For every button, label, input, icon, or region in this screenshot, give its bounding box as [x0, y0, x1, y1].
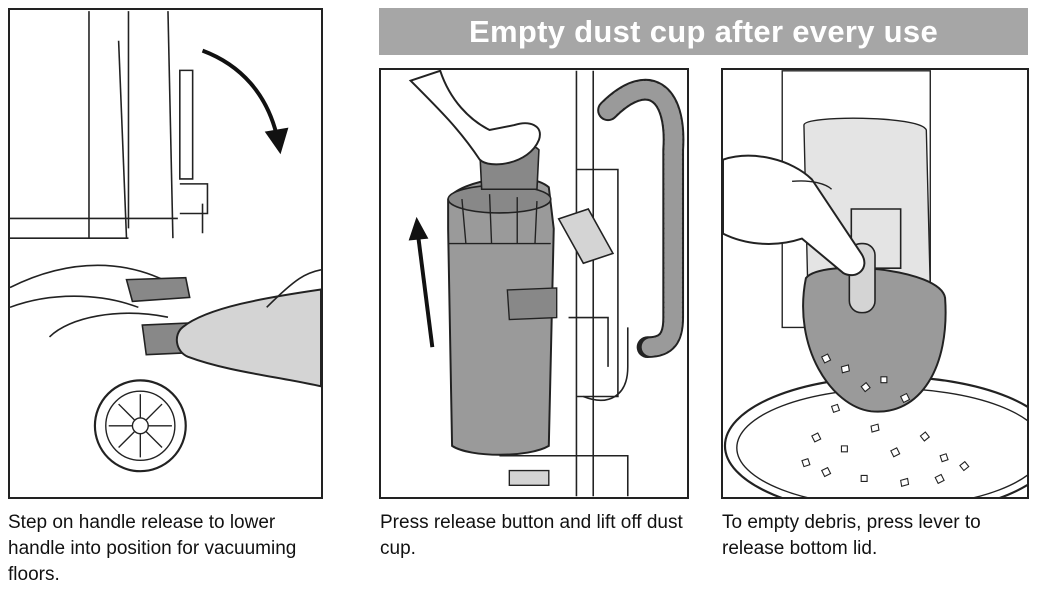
- hand-lifting-dust-cup-illustration: [408, 70, 685, 497]
- step2-caption: Press release button and lift off dust c…: [380, 512, 683, 559]
- up-arrow-icon: [408, 216, 435, 348]
- step2-illustration-panel: [379, 68, 689, 499]
- hose-icon: [597, 79, 685, 359]
- step1-caption: Step on handle release to lower handle i…: [8, 512, 297, 585]
- hand-icon: [723, 154, 866, 277]
- debris-icon: [801, 353, 970, 488]
- wheel-icon: [93, 379, 187, 473]
- dust-cup-icon: [802, 208, 947, 413]
- hand-icon: [408, 70, 541, 166]
- finger-pressing-lever-debris-falling-illustration: [723, 70, 1027, 497]
- foot-pressing-handle-release-illustration: [10, 11, 321, 473]
- step3-illustration-panel: [721, 68, 1029, 499]
- section-banner: Empty dust cup after every use: [379, 8, 1028, 55]
- curved-arrow-icon: [201, 48, 289, 155]
- step1-illustration-panel: [8, 8, 323, 499]
- step3-caption: To empty debris, press lever to release …: [722, 512, 981, 559]
- foot-icon: [175, 288, 321, 388]
- dust-cup-icon: [447, 141, 558, 456]
